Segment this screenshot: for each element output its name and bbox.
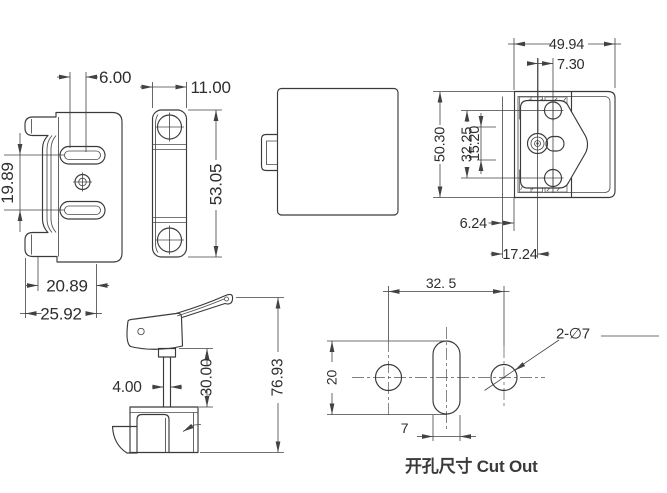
cover-tab: [260, 133, 278, 172]
plate-profile-inner: [155, 114, 159, 253]
cover-outline: [276, 87, 399, 216]
channel-inner-line-2: [50, 135, 57, 233]
cutout-view: 32. 5 20 7 2-∅7 开孔尺寸 Cut Out: [324, 275, 659, 476]
dim-top-pin-offset: 7.30: [557, 57, 585, 73]
unit-outline: [513, 90, 616, 199]
screw-cross-icon: [73, 172, 92, 192]
dimension-20: 20: [324, 340, 447, 415]
actuator-head: [126, 312, 184, 350]
dimension-53_05: 53.05: [188, 109, 226, 258]
cover-tab-inner: [266, 140, 278, 165]
catch-fan: [111, 425, 138, 454]
left-drill-hole: [374, 363, 403, 392]
dimension-50_30: 50.30: [433, 91, 514, 198]
cam-slot: [545, 135, 565, 152]
dimension-20_89: 20.89: [26, 257, 109, 318]
dimension-7_30: 7.30: [527, 57, 585, 134]
dim-top-overall-width: 49.94: [549, 37, 584, 53]
right-drill-hole: [490, 363, 518, 392]
dimension-19_89: 19.89: [0, 133, 64, 232]
dim-front-body-width: 20.89: [46, 277, 88, 296]
dim-rod-width: 4.00: [112, 379, 142, 396]
holes-callout: 2-∅7: [484, 326, 659, 391]
detail-mark-tail: [193, 424, 202, 426]
dim-side-height: 53.05: [207, 164, 226, 206]
screw-cross-icon: [155, 225, 184, 255]
dim-front-overall-width: 25.92: [40, 305, 82, 324]
dimension-25_92: 25.92: [20, 258, 102, 324]
cutout-caption: 开孔尺寸 Cut Out: [405, 456, 538, 476]
detail-mark: [182, 423, 195, 432]
base-inner-block: [136, 413, 170, 453]
dim-top-edge-offset: 6.24: [460, 216, 488, 232]
upper-slot: [59, 145, 106, 165]
base-housing: [129, 406, 199, 454]
plate-profile: [151, 109, 188, 258]
arm-tip-hole: [224, 296, 229, 302]
side-view: 11.00 53.05: [140, 78, 231, 258]
top-view: 49.94 7.30 50.30 32.25: [433, 37, 621, 263]
dimension-76_93: 76.93: [200, 297, 287, 453]
dim-overall-height: 76.93: [270, 359, 287, 397]
dimension-7: 7: [401, 415, 476, 441]
dim-top-pin-from-edge: 17.24: [502, 247, 537, 263]
dim-cutout-slot-width: 7: [401, 420, 409, 436]
dim-rod-length: 30.00: [199, 358, 216, 396]
screw-cross-icon: [155, 112, 184, 142]
dim-front-slot-offset: 6.00: [99, 68, 131, 87]
cam-plate: [519, 99, 589, 189]
dimension-32_5: 32. 5: [383, 275, 510, 346]
dimension-30_00: 30.00: [179, 348, 216, 408]
dimension-4_00: 4.00: [112, 379, 182, 396]
dimension-17_24: 17.24: [490, 58, 554, 263]
channel-inner-line: [46, 135, 53, 233]
head-hole: [137, 327, 145, 336]
arm-inner-line: [176, 298, 225, 317]
actuator-arm: [175, 293, 234, 319]
rear-view: [260, 87, 399, 216]
dimension-6_24: 6.24: [460, 96, 515, 258]
actuator-side-view: 4.00 30.00 76.93: [111, 293, 287, 454]
latch-body-outline: [24, 111, 123, 263]
lower-slot-inner: [64, 205, 101, 215]
dim-side-depth: 11.00: [191, 78, 231, 97]
dim-top-overall-height: 50.30: [433, 127, 449, 162]
dim-front-slot-spacing: 19.89: [0, 162, 17, 204]
upper-slot-inner: [64, 150, 101, 160]
dimension-49_94: 49.94: [508, 37, 621, 90]
dim-cutout-holes-label: 2-∅7: [556, 326, 590, 343]
front-view: 6.00 19.89 20.89 25.92: [0, 68, 131, 324]
leader-arrow: [514, 362, 526, 371]
dimension-15_20: 15.20: [467, 113, 496, 174]
dimension-6_00: 6.00: [57, 68, 131, 152]
dim-cutout-slot-length: 20: [324, 370, 340, 386]
dimension-11_00: 11.00: [140, 78, 231, 108]
lower-slot: [59, 200, 106, 220]
neck: [157, 347, 177, 358]
dim-top-screw-spacing: 32.25: [460, 127, 476, 162]
dim-top-inner-spacing: 15.20: [467, 126, 483, 161]
unit-inner-outline: [517, 96, 611, 193]
dim-cutout-hole-spacing: 32. 5: [426, 275, 457, 291]
